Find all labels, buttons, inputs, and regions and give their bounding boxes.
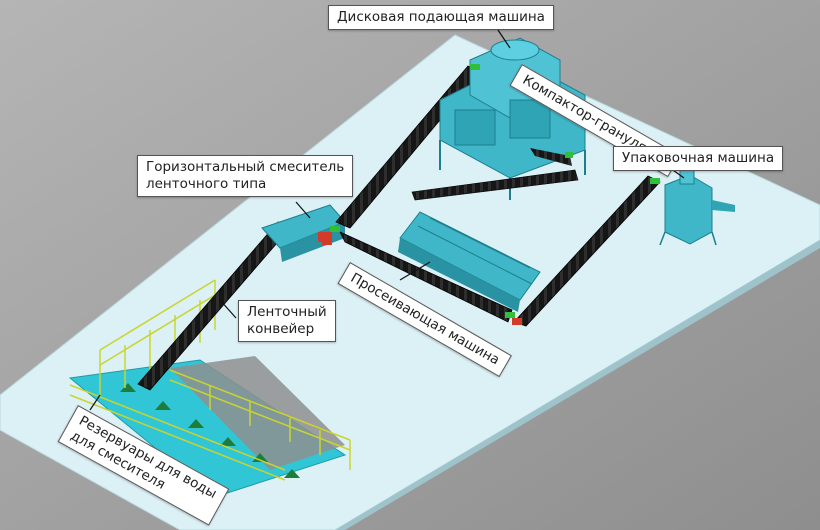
label-ribbon-mixer-line1: Горизонтальный смеситель	[146, 159, 345, 175]
label-belt-conveyor-line1: Ленточный	[247, 304, 327, 320]
tank-fixtures	[120, 383, 300, 478]
packing-machine	[659, 167, 735, 246]
water-tank-grey-panel	[170, 356, 345, 470]
label-disc-feeder: Дисковая подающая машина	[328, 5, 554, 30]
return-belt-upper	[530, 148, 572, 166]
label-belt-conveyor: Ленточный конвейер	[238, 300, 336, 342]
transfer-point-accents	[322, 64, 660, 325]
rotary-screener	[398, 211, 541, 312]
label-ribbon-mixer: Горизонтальный смеситель ленточного типа	[137, 155, 354, 197]
floor-platform-edge	[335, 240, 820, 530]
label-belt-conveyor-line2: конвейер	[247, 321, 315, 337]
label-packing-machine: Упаковочная машина	[613, 146, 784, 171]
return-belt-lower	[411, 169, 579, 201]
belt-mixer-to-screener	[339, 231, 513, 323]
tank-railings	[69, 279, 351, 481]
label-ribbon-mixer-line2: ленточного типа	[146, 176, 267, 192]
